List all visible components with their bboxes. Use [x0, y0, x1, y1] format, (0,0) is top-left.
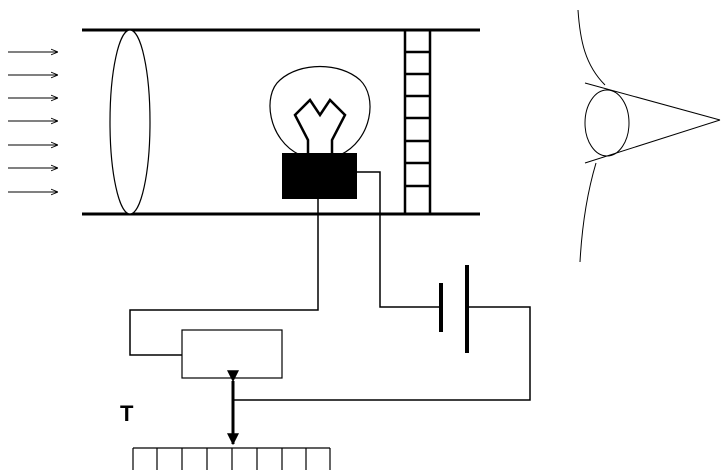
observer-eye: [577, 9, 721, 263]
telescope-tube: [82, 28, 480, 216]
circuit-wires: [129, 171, 531, 401]
lamp-filament: [293, 98, 347, 155]
battery: [439, 265, 469, 353]
wire-battery-to-slider: [233, 306, 531, 401]
wire-lamp-to-battery: [357, 171, 440, 308]
eyeball: [584, 89, 630, 157]
scale-label-t: T: [120, 401, 134, 426]
bulb-glass: [269, 65, 371, 156]
eyelid-upper: [577, 9, 606, 86]
sight-line-lower: [584, 119, 721, 164]
sight-line-upper: [584, 82, 721, 121]
rheostat: [181, 329, 283, 379]
incoming-rays: [8, 52, 58, 192]
filter-ladder: [403, 30, 432, 214]
temperature-scale: [132, 447, 331, 470]
objective-lens: [109, 29, 151, 215]
wire-lamp-to-rheostat: [129, 199, 319, 356]
lamp-base-sensor: [282, 153, 357, 199]
eyelid-lower: [579, 162, 597, 263]
lamp-bulb: [269, 65, 371, 199]
